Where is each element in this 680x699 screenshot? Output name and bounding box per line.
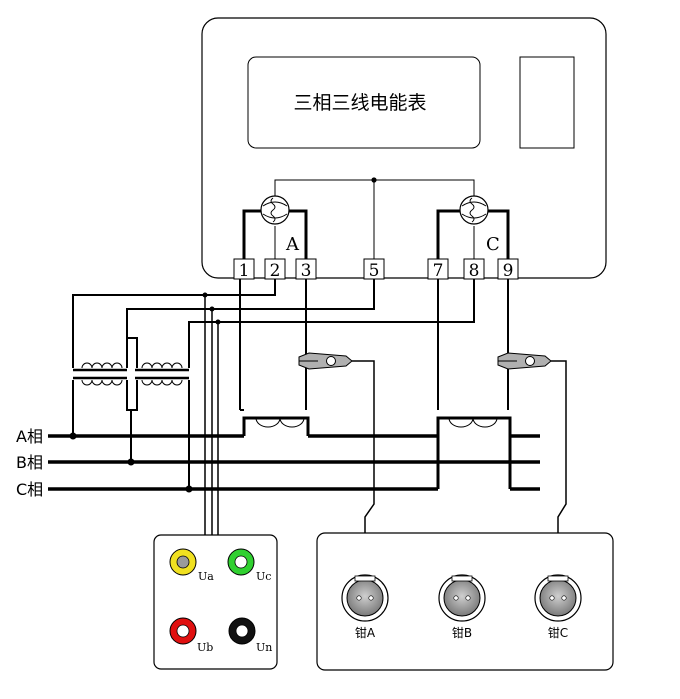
meter-title: 三相三线电能表: [293, 92, 426, 114]
element-a: A: [260, 195, 300, 255]
clamp-port-b-label: 钳B: [452, 626, 472, 640]
voltage-transformers: [72, 279, 475, 489]
lead-junctions: [202, 292, 221, 325]
clamp-port-a[interactable]: 钳A: [341, 574, 389, 640]
svg-text:1: 1: [239, 261, 250, 281]
terminal-1[interactable]: 1: [233, 258, 255, 281]
jack-ua[interactable]: Ua: [169, 548, 214, 583]
meter-junction-dot: [371, 177, 377, 183]
svg-text:5: 5: [369, 261, 380, 281]
clamp-port-b[interactable]: 钳B: [438, 574, 486, 640]
terminal-8[interactable]: 8: [463, 258, 485, 281]
jack-ub-label: Ub: [197, 641, 213, 654]
svg-text:3: 3: [301, 261, 312, 281]
ct-loop-a: [239, 279, 310, 436]
jack-un-label: Un: [256, 641, 272, 654]
clamp-port-c[interactable]: 钳C: [534, 574, 582, 640]
meter-display: [247, 56, 481, 149]
svg-text:9: 9: [503, 261, 514, 281]
terminal-block: 1 2 3 5 7 8 9: [233, 258, 519, 281]
phase-label-b: B相: [16, 453, 43, 472]
energy-meter: 三相三线电能表: [201, 17, 607, 279]
meter-window: [519, 56, 575, 149]
svg-text:7: 7: [433, 261, 444, 281]
clamp-port-c-label: 钳C: [548, 626, 568, 640]
ct-loop-c: [436, 279, 512, 489]
terminal-9[interactable]: 9: [497, 258, 519, 281]
element-c: C: [459, 195, 500, 255]
terminal-2[interactable]: 2: [264, 258, 286, 281]
element-a-label: A: [285, 234, 300, 255]
jack-ua-label: Ua: [198, 570, 214, 583]
phase-labels: A相 B相 C相: [16, 427, 43, 499]
phase-label-a: A相: [16, 427, 43, 446]
svg-text:2: 2: [270, 261, 281, 281]
jack-uc-label: Uc: [256, 570, 271, 583]
jack-un[interactable]: Un: [228, 617, 272, 654]
jack-ub[interactable]: Ub: [169, 617, 213, 654]
bus-junctions: [69, 432, 193, 493]
terminal-7[interactable]: 7: [427, 258, 449, 281]
jack-uc[interactable]: Uc: [227, 548, 271, 583]
terminal-3[interactable]: 3: [295, 258, 317, 281]
phase-label-c: C相: [16, 480, 43, 499]
terminal-5[interactable]: 5: [363, 258, 385, 281]
svg-text:8: 8: [469, 261, 480, 281]
phase-lines: [48, 434, 540, 491]
clamp-port-a-label: 钳A: [355, 626, 376, 640]
element-c-label: C: [486, 234, 500, 255]
